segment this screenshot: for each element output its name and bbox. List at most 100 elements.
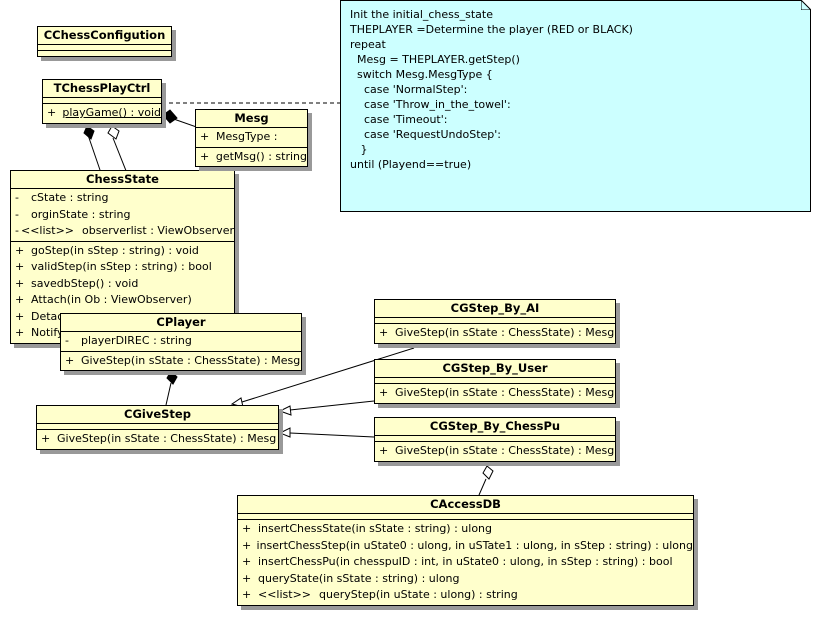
operation-row: +Notify (11, 325, 234, 342)
chesspu-generalization-line (289, 432, 375, 438)
visibility-marker: + (65, 353, 75, 367)
ctrl-state-diamond (83, 125, 95, 140)
operation-text: insertChessPu(in chesspuID : int, in uSt… (258, 555, 673, 568)
ctrl-player-diamond (107, 125, 120, 140)
attributes-section (238, 514, 693, 520)
attribute-row: + MesgType : (196, 129, 307, 146)
user-generalization-line (289, 400, 375, 411)
operation-text: GiveStep(in sState : ChessState) : Mesg (81, 353, 301, 367)
operations-section: + GiveStep(in sState : ChessState) : Mesg (61, 352, 301, 371)
visibility-marker: + (379, 386, 389, 399)
visibility-marker: + (242, 588, 252, 601)
operation-row: + insertChessStep(in uState0 : ulong, in … (238, 538, 693, 555)
operation-text: insertChessStep(in uState0 : ulong, in u… (256, 538, 693, 552)
class-name: CAccessDB (238, 496, 693, 514)
operation-text: GiveStep(in sState : ChessState) : Mesg (395, 444, 615, 457)
class-gstep-by-ai[interactable]: CGStep_By_AI + GiveStep(in sState : Chess… (374, 299, 616, 344)
operation-row: +getMsg() : string (196, 149, 307, 166)
operation-row: + GiveStep(in sState : ChessState) : Mesg (375, 325, 615, 342)
class-name: CGiveStep (37, 406, 278, 424)
ctrl-mesg-diamond (162, 109, 178, 124)
operation-text: GiveStep(in sState : ChessState) : Mesg (395, 386, 615, 399)
attributes-section (38, 45, 171, 51)
visibility-marker: + (200, 130, 210, 143)
visibility-marker: + (242, 571, 252, 585)
class-chess-configuration[interactable]: CChessConfigution (37, 26, 172, 57)
visibility-marker: - (15, 224, 19, 237)
note-line: THEPLAYER =Determine the player (RED or … (350, 23, 633, 36)
chesspu-accessdb-aggregation (478, 478, 487, 496)
operations-section (38, 51, 171, 56)
visibility-marker: + (15, 260, 25, 273)
note-body: Init the initial_chess_state THEPLAYER =… (341, 1, 810, 172)
note-line: } (350, 143, 368, 156)
operation-row: + GiveStep(in sState : ChessState) : Mesg (375, 385, 615, 402)
operations-section: +getMsg() : string (196, 148, 307, 167)
visibility-marker: + (15, 276, 25, 290)
player-givestep-diamond (166, 370, 178, 385)
class-give-step[interactable]: CGiveStep + GiveStep(in sState : ChessSta… (36, 405, 279, 450)
note-line: repeat (350, 38, 386, 51)
visibility-marker: + (15, 293, 25, 306)
visibility-marker: + (379, 444, 389, 457)
visibility-marker: - (15, 207, 19, 221)
stereotype: <<list>> (21, 224, 75, 237)
operation-row: + insertChessPu(in chesspuID : int, in uS… (238, 554, 693, 571)
visibility-marker: + (41, 432, 51, 445)
class-name: CGStep_By_AI (375, 300, 615, 318)
note-line: case 'Timeout': (350, 113, 448, 126)
attribute-text: orginState : string (31, 207, 131, 221)
operation-row: + savedbStep() : void (11, 276, 234, 293)
class-name: Mesg (196, 110, 307, 128)
operations-section: +goStep(in sStep : string) : void +valid… (11, 242, 234, 343)
attributes-section: + MesgType : (196, 128, 307, 148)
class-access-db[interactable]: CAccessDB + insertChessState(in sState : … (237, 495, 694, 606)
operation-text: GiveStep(in sState : ChessState) : Mesg (57, 432, 277, 445)
operation-text: queryStep(in uState : ulong) : string (319, 588, 518, 601)
player-givestep-composition (165, 382, 172, 406)
operation-text: getMsg() : string (215, 149, 307, 163)
attribute-text: MesgType : (216, 130, 278, 143)
visibility-marker: + (242, 538, 252, 552)
note-line: until (Playend==true) (350, 158, 472, 171)
operation-text: savedbStep() : void (31, 276, 139, 290)
operation-text: goStep(in sStep : string) : void (31, 243, 199, 257)
note-line: Mesg = THEPLAYER.getStep() (350, 53, 520, 66)
attributes-section (375, 378, 615, 384)
attributes-section (375, 436, 615, 442)
attributes-section (375, 318, 615, 324)
operation-row: +Attach(in Ob : ViewObserver) (11, 292, 234, 309)
operation-text: GiveStep(in sState : ChessState) : Mesg (395, 326, 615, 339)
class-gstep-by-user[interactable]: CGStep_By_User +GiveStep(in sState : Che… (374, 359, 616, 404)
stereotype: <<list>> (258, 588, 312, 601)
operations-section: +playGame() : void (43, 104, 161, 123)
class-name: CGStep_By_ChessPu (375, 418, 615, 436)
class-gstep-by-chesspu[interactable]: CGStep_By_ChessPu + GiveStep(in sState : … (374, 417, 616, 462)
attribute-text: playerDIREC : string (81, 334, 192, 347)
attribute-text: cState : string (31, 191, 109, 204)
operation-text: insertChessState(in sState : string) : u… (258, 522, 493, 535)
attribute-row: -orginState : string (11, 207, 234, 224)
class-chess-play-ctrl[interactable]: TChessPlayCtrl +playGame() : void (42, 79, 162, 124)
visibility-marker: + (15, 326, 25, 339)
pseudocode-note[interactable]: Init the initial_chess_state THEPLAYER =… (340, 0, 813, 212)
note-fold-corner (800, 0, 813, 11)
operation-row: +goStep(in sStep : string) : void (11, 243, 234, 260)
note-line: switch Mesg.MesgType { (350, 68, 493, 81)
operation-row: + GiveStep(in sState : ChessState) : Mesg (375, 443, 615, 460)
attribute-row: -playerDIREC : string (61, 333, 301, 350)
visibility-marker: + (242, 555, 252, 568)
attribute-text: observerlist : ViewObserver (82, 224, 234, 237)
operation-row: +Detac (11, 309, 234, 326)
visibility-marker: + (379, 326, 389, 339)
note-fold-icon (800, 0, 813, 11)
operation-text: validStep(in sStep : string) : bool (31, 260, 212, 273)
operation-row: +playGame() : void (43, 105, 161, 122)
operations-section: + GiveStep(in sState : ChessState) : Mesg (375, 442, 615, 461)
class-name: CPlayer (61, 314, 301, 332)
operation-row: + <<list>> queryStep(in uState : ulong) : … (238, 587, 693, 604)
operation-row: +queryState(in sState : string) : ulong (238, 571, 693, 588)
class-mesg[interactable]: Mesg + MesgType : +getMsg() : string (195, 109, 308, 167)
class-player[interactable]: CPlayer -playerDIREC : string + GiveStep(… (60, 313, 302, 371)
class-name: CChessConfigution (38, 27, 171, 45)
